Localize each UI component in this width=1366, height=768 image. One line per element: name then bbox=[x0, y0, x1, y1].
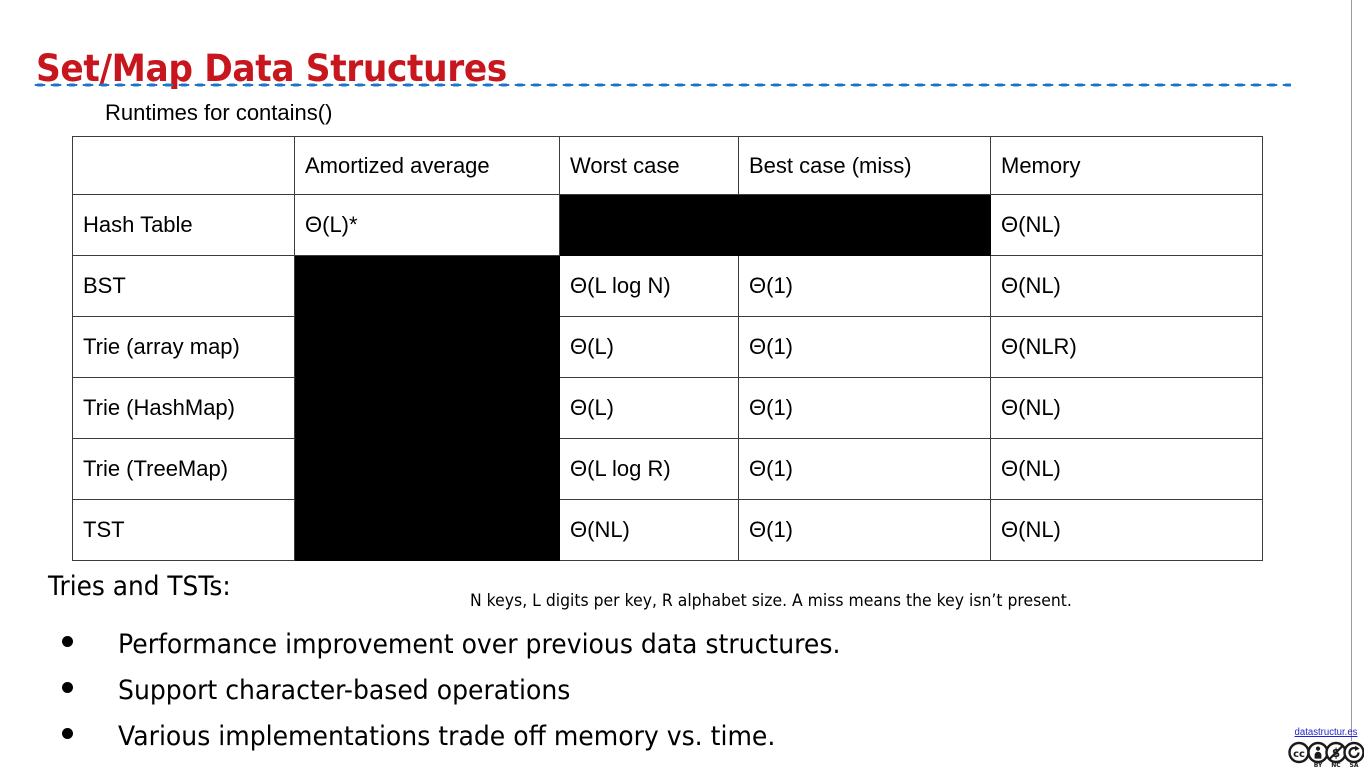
table-caption: Runtimes for contains() bbox=[105, 100, 333, 125]
table-row: Trie (array map) Θ(L) Θ(1) Θ(NLR) bbox=[72, 316, 1263, 378]
row-label-bst: BST bbox=[72, 255, 295, 317]
svg-text:SA: SA bbox=[1350, 762, 1359, 768]
cell-hash-table-amortized-average: Θ(L)* bbox=[294, 194, 560, 256]
column-header-amortized-average: Amortized average bbox=[294, 136, 560, 195]
cell-trie-treemap-memory: Θ(NL) bbox=[990, 438, 1263, 500]
cell-trie-treemap-best-case: Θ(1) bbox=[738, 438, 991, 500]
tries-and-tsts-heading: Tries and TSTs: bbox=[48, 571, 231, 602]
cell-bst-memory: Θ(NL) bbox=[990, 255, 1263, 317]
slide-right-border bbox=[1351, 0, 1352, 768]
cell-hash-table-best-case-redacted bbox=[738, 194, 991, 256]
bullet-dot-icon bbox=[62, 728, 73, 739]
cell-bst-best-case: Θ(1) bbox=[738, 255, 991, 317]
cell-hash-table-worst-case-redacted bbox=[559, 194, 739, 256]
list-item: Various implementations trade off memory… bbox=[62, 714, 895, 760]
bullet-text: Performance improvement over previous da… bbox=[118, 629, 841, 660]
bullet-text: Various implementations trade off memory… bbox=[118, 721, 776, 752]
cell-trie-hashmap-worst-case: Θ(L) bbox=[559, 377, 739, 439]
page-title: Set/Map Data Structures bbox=[36, 46, 507, 90]
dotted-divider bbox=[32, 83, 1291, 87]
cell-trie-treemap-worst-case: Θ(L log R) bbox=[559, 438, 739, 500]
cell-trie-array-map-memory: Θ(NLR) bbox=[990, 316, 1263, 378]
table-row: Trie (TreeMap) Θ(L log R) Θ(1) Θ(NL) bbox=[72, 438, 1263, 500]
row-label-hash-table: Hash Table bbox=[72, 194, 295, 256]
site-link[interactable]: datastructur.es bbox=[1294, 727, 1358, 738]
column-header-best-case-miss: Best case (miss) bbox=[738, 136, 991, 195]
cell-bst-worst-case: Θ(L log N) bbox=[559, 255, 739, 317]
cell-trie-array-map-worst-case: Θ(L) bbox=[559, 316, 739, 378]
cell-trie-hashmap-memory: Θ(NL) bbox=[990, 377, 1263, 439]
table-row: Hash Table Θ(L)* Θ(NL) bbox=[72, 194, 1263, 256]
table-header-row: Amortized average Worst case Best case (… bbox=[72, 136, 1263, 195]
row-label-trie-array-map: Trie (array map) bbox=[72, 316, 295, 378]
cell-bst-amortized-average-redacted bbox=[294, 255, 560, 317]
cell-trie-array-map-best-case: Θ(1) bbox=[738, 316, 991, 378]
runtimes-table: Amortized average Worst case Best case (… bbox=[72, 136, 1263, 561]
cell-tst-memory: Θ(NL) bbox=[990, 499, 1263, 561]
bullet-text: Support character-based operations bbox=[118, 675, 571, 706]
bullet-dot-icon bbox=[62, 682, 73, 693]
cell-hash-table-memory: Θ(NL) bbox=[990, 194, 1263, 256]
cell-trie-treemap-amortized-average-redacted bbox=[294, 438, 560, 500]
cell-tst-worst-case: Θ(NL) bbox=[559, 499, 739, 561]
row-label-tst: TST bbox=[72, 499, 295, 561]
row-label-trie-hashmap: Trie (HashMap) bbox=[72, 377, 295, 439]
column-header-worst-case: Worst case bbox=[559, 136, 739, 195]
cell-trie-hashmap-best-case: Θ(1) bbox=[738, 377, 991, 439]
svg-text:BY: BY bbox=[1314, 762, 1323, 768]
table-row: BST Θ(L log N) Θ(1) Θ(NL) bbox=[72, 255, 1263, 317]
footer-attribution: datastructur.es cc $ BY NC SA bbox=[1288, 727, 1364, 768]
cell-tst-amortized-average-redacted bbox=[294, 499, 560, 561]
list-item: Performance improvement over previous da… bbox=[62, 622, 895, 668]
bullet-dot-icon bbox=[62, 636, 73, 647]
list-item: Support character-based operations bbox=[62, 668, 895, 714]
variable-legend-note: N keys, L digits per key, R alphabet siz… bbox=[470, 591, 1072, 611]
row-label-trie-treemap: Trie (TreeMap) bbox=[72, 438, 295, 500]
cell-trie-hashmap-amortized-average-redacted bbox=[294, 377, 560, 439]
creative-commons-license-icon[interactable]: cc $ BY NC SA bbox=[1288, 741, 1364, 768]
bullet-list: Performance improvement over previous da… bbox=[62, 622, 895, 760]
svg-text:NC: NC bbox=[1331, 762, 1341, 768]
cell-tst-best-case: Θ(1) bbox=[738, 499, 991, 561]
table-row: TST Θ(NL) Θ(1) Θ(NL) bbox=[72, 499, 1263, 561]
column-header-memory: Memory bbox=[990, 136, 1263, 195]
svg-text:cc: cc bbox=[1293, 749, 1305, 760]
table-row: Trie (HashMap) Θ(L) Θ(1) Θ(NL) bbox=[72, 377, 1263, 439]
cell-trie-array-map-amortized-average-redacted bbox=[294, 316, 560, 378]
column-header-blank bbox=[72, 136, 295, 195]
